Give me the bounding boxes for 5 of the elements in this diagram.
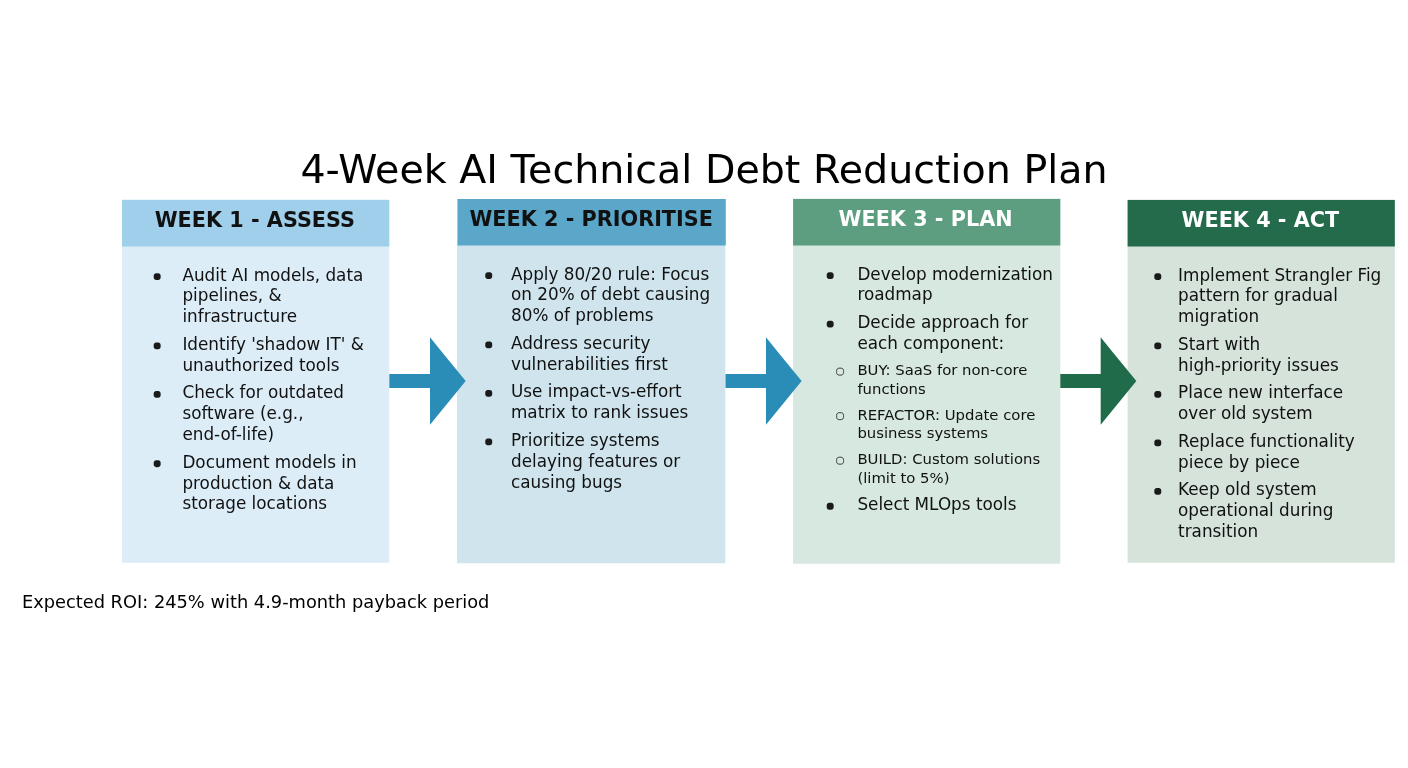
diagram-title: 4-Week AI Technical Debt Reduction Plan — [300, 145, 1108, 192]
label: Expected ROI: 245% with 4.9-month payback period — [21, 590, 490, 612]
arrow — [389, 337, 466, 425]
arrow — [1060, 337, 1137, 425]
arrow — [725, 337, 802, 425]
